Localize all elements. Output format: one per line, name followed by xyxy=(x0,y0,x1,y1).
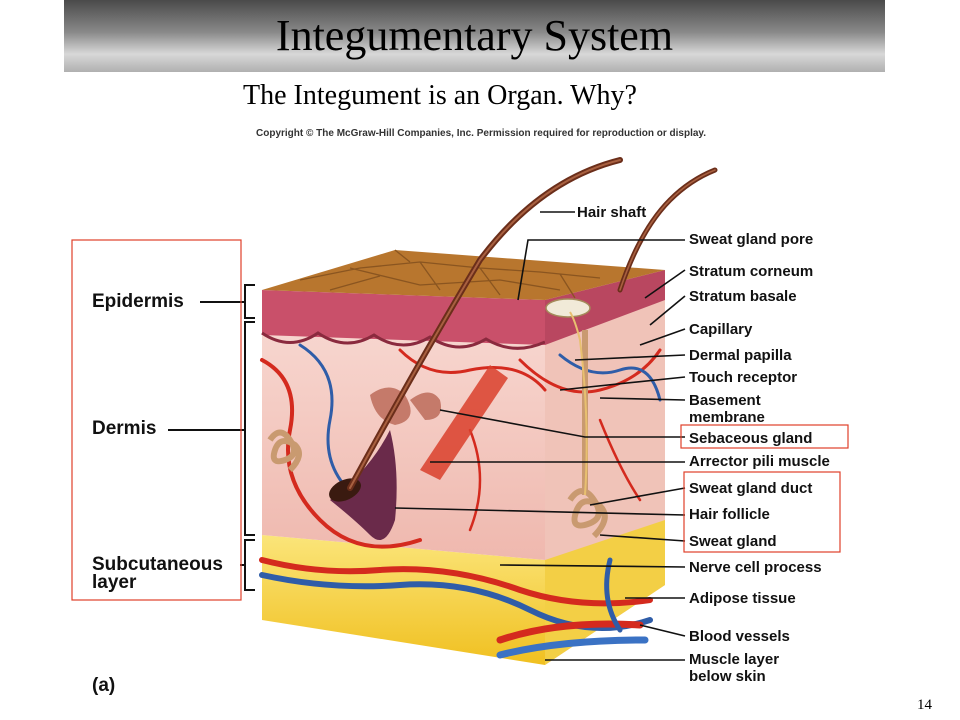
hair-shafts xyxy=(347,157,718,491)
dermis-front xyxy=(262,330,545,560)
label-stratum-corneum: Stratum corneum xyxy=(689,263,814,280)
highlight-boxes xyxy=(71,239,849,601)
label-dermal-papilla: Dermal papilla xyxy=(689,347,792,364)
figure-tag: (a) xyxy=(92,675,116,696)
skin-surface xyxy=(262,250,665,300)
label-muscle-layer: Muscle layer xyxy=(689,651,780,668)
label-capillary: Capillary xyxy=(689,321,753,338)
stratum-corneum-cracks xyxy=(299,249,601,299)
label-subcutaneous: Subcutaneous xyxy=(92,554,223,575)
label-arrector-pili-muscle: Arrector pili muscle xyxy=(689,453,830,470)
label-sweat-gland-duct: Sweat gland duct xyxy=(689,480,813,497)
sweat-gland-coils xyxy=(267,330,608,539)
label-below-skin: below skin xyxy=(689,668,766,685)
sweat-gland-duct xyxy=(569,311,588,496)
label-hair-shaft: Hair shaft xyxy=(577,204,647,221)
label-epidermis: Epidermis xyxy=(92,291,184,312)
slide-subtitle: The Integument is an Organ. Why? xyxy=(243,80,637,111)
copyright-notice: Copyright © The McGraw-Hill Companies, I… xyxy=(256,128,707,139)
label-sweat-gland-pore: Sweat gland pore xyxy=(689,231,814,248)
leader-lines xyxy=(394,211,686,661)
label-blood-vessels: Blood vessels xyxy=(689,628,790,645)
label-membrane: membrane xyxy=(689,409,765,426)
title-bar: Integumentary System xyxy=(64,0,885,72)
label-subcutaneous-layer: layer xyxy=(92,572,137,593)
label-hair-follicle: Hair follicle xyxy=(689,506,770,523)
label-dermis: Dermis xyxy=(92,418,157,439)
label-stratum-basale: Stratum basale xyxy=(689,288,797,305)
epidermis-front xyxy=(262,290,545,345)
slide-title: Integumentary System xyxy=(275,11,674,60)
side-epidermis xyxy=(545,270,665,345)
label-basement: Basement xyxy=(689,392,761,409)
dermal-papilla-ridge xyxy=(261,331,546,350)
label-sweat-gland: Sweat gland xyxy=(689,533,777,550)
subcutaneous-front xyxy=(262,535,545,665)
label-nerve-cell-process: Nerve cell process xyxy=(689,559,822,576)
arrector-pili-muscle xyxy=(420,365,508,480)
sweat-pore xyxy=(545,298,591,318)
page-number: 14 xyxy=(917,697,932,713)
layer-brackets xyxy=(168,284,255,591)
label-adipose-tissue: Adipose tissue xyxy=(689,590,796,607)
label-sebaceous-gland: Sebaceous gland xyxy=(689,430,813,447)
label-touch-receptor: Touch receptor xyxy=(689,369,798,386)
